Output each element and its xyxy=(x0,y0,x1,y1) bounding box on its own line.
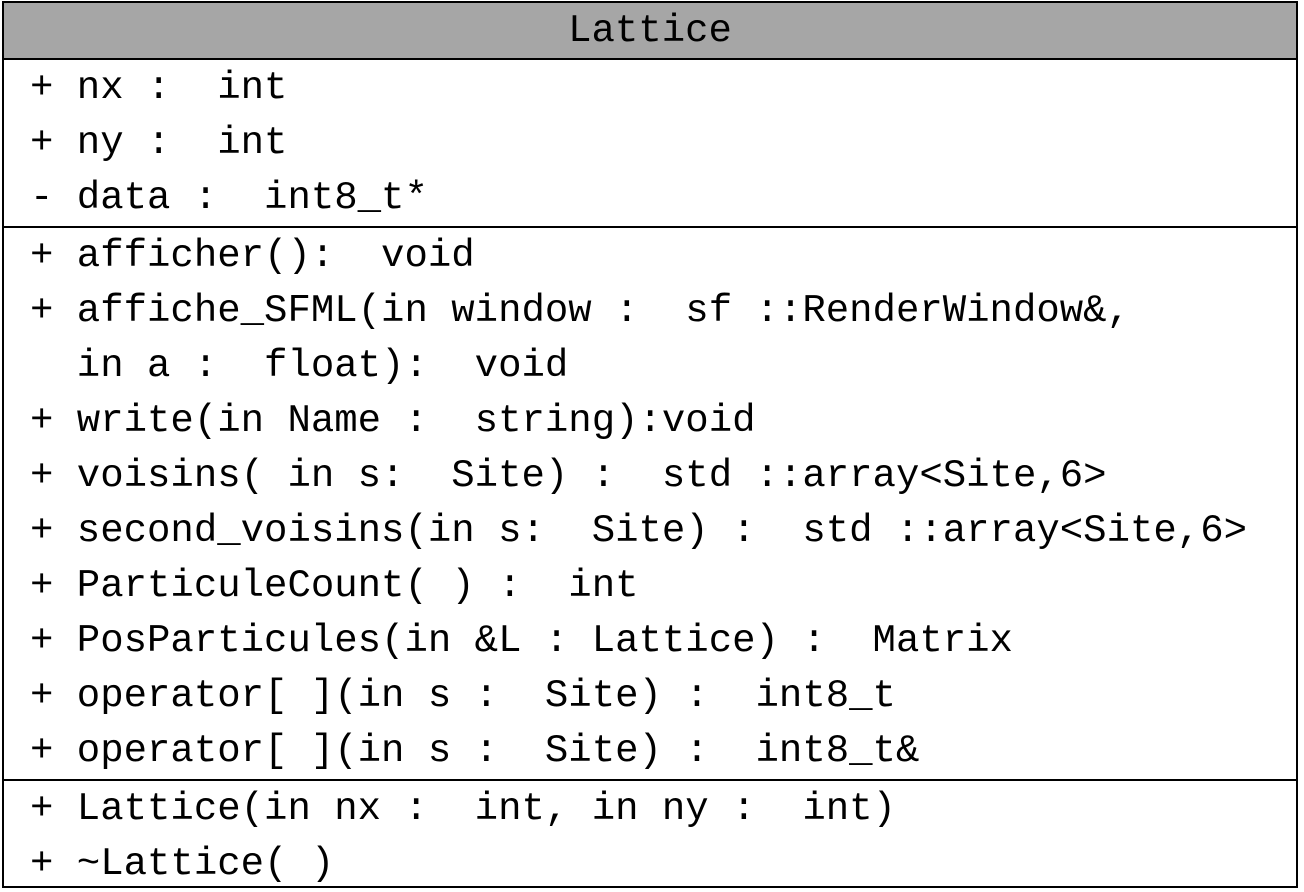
attribute-data: - data : int8_t* xyxy=(30,176,428,220)
attributes-compartment: + nx : int + ny : int - data : int8_t* xyxy=(4,60,1296,228)
method-affiche-sfml-continued: in a : float): void xyxy=(30,344,569,388)
class-name-header: Lattice xyxy=(4,3,1296,60)
attribute-ny: + ny : int xyxy=(30,121,288,165)
method-particule-count: + ParticuleCount( ) : int xyxy=(30,564,639,608)
methods-compartment: + afficher(): void + affiche_SFML(in win… xyxy=(4,228,1296,781)
method-second-voisins: + second_voisins(in s: Site) : std ::arr… xyxy=(30,509,1247,553)
constructor-lattice: + Lattice(in nx : int, in ny : int) xyxy=(30,787,896,831)
method-affiche-sfml: + affiche_SFML(in window : sf ::RenderWi… xyxy=(30,289,1130,333)
method-voisins: + voisins( in s: Site) : std ::array<Sit… xyxy=(30,454,1107,498)
attribute-nx: + nx : int xyxy=(30,66,288,110)
method-operator-index-ref: + operator[ ](in s : Site) : int8_t& xyxy=(30,729,920,773)
constructors-compartment: + Lattice(in nx : int, in ny : int) + ~L… xyxy=(4,781,1296,892)
method-afficher: + afficher(): void xyxy=(30,234,475,278)
method-write: + write(in Name : string):void xyxy=(30,399,756,443)
method-operator-index: + operator[ ](in s : Site) : int8_t xyxy=(30,674,896,718)
method-pos-particules: + PosParticules(in &L : Lattice) : Matri… xyxy=(30,619,1013,663)
destructor-lattice: + ~Lattice( ) xyxy=(30,842,335,886)
